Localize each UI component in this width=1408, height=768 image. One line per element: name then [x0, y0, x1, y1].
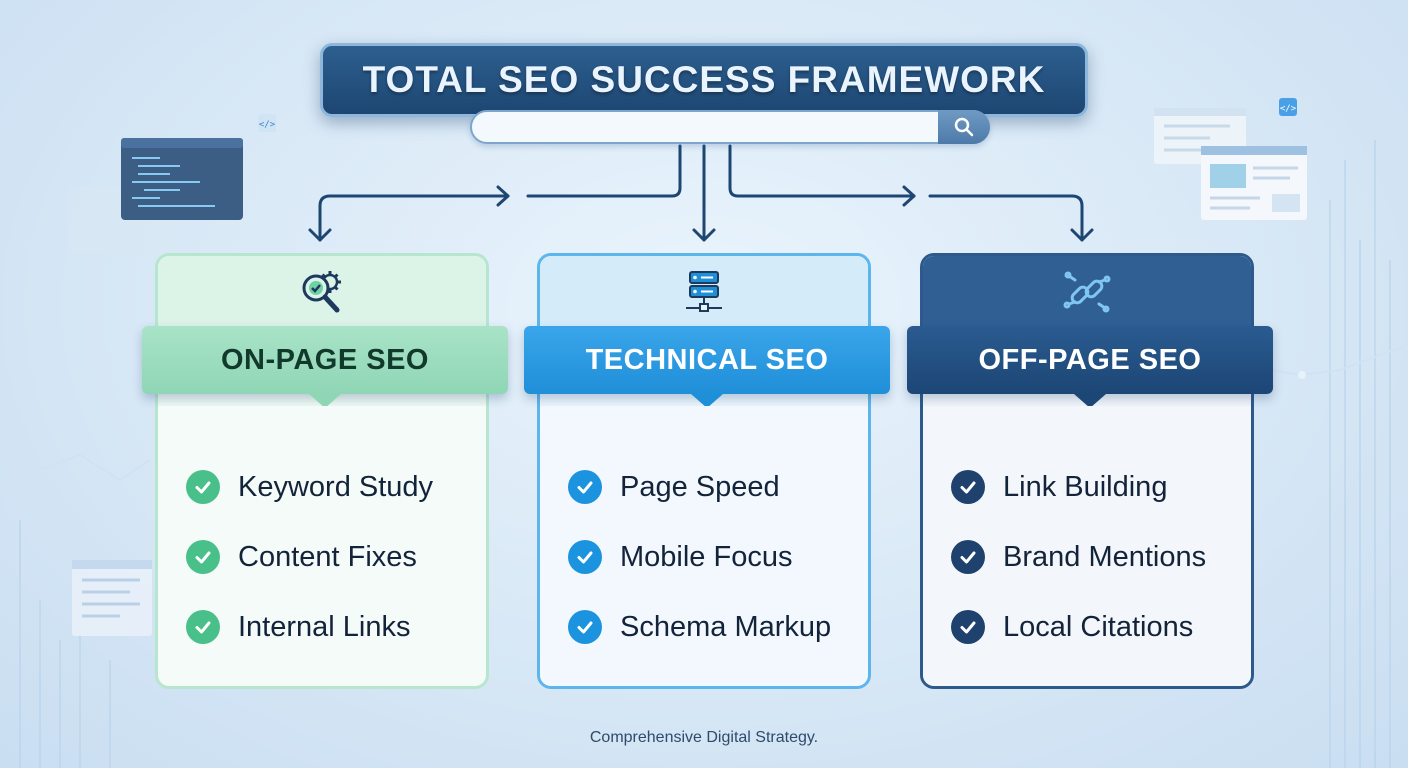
technical-seo-card: TECHNICAL SEO Page Speed Mobile Focus Sc…	[524, 253, 890, 689]
list-item: Link Building	[951, 452, 1206, 522]
search-icon	[938, 110, 990, 144]
item-label: Link Building	[1003, 470, 1168, 503]
item-label: Keyword Study	[238, 470, 434, 503]
title-banner: TOTAL SEO SUCCESS FRAMEWORK	[320, 43, 1088, 117]
server-icon	[686, 271, 722, 312]
checkmark-icon	[186, 610, 220, 644]
item-label: Local Citations	[1003, 610, 1194, 643]
list-item: Keyword Study	[186, 452, 433, 522]
list-item: Brand Mentions	[951, 522, 1206, 592]
footer-tagline: Comprehensive Digital Strategy.	[589, 729, 819, 746]
card-heading: OFF-PAGE SEO	[978, 343, 1202, 376]
technical-seo-list: Page Speed Mobile Focus Schema Markup	[568, 452, 831, 662]
item-label: Content Fixes	[238, 540, 417, 573]
checkmark-icon	[951, 610, 985, 644]
on-page-seo-card: ON-PAGE SEO Keyword Study Content Fixes …	[142, 253, 508, 689]
checkmark-icon	[568, 540, 602, 574]
item-label: Page Speed	[620, 470, 780, 503]
checkmark-icon	[951, 470, 985, 504]
on-page-seo-heading-banner: ON-PAGE SEO	[142, 326, 508, 408]
card-heading: ON-PAGE SEO	[221, 343, 429, 376]
list-item: Schema Markup	[568, 592, 831, 662]
magnifier-gear-icon	[302, 271, 341, 313]
search-bar-graphic	[470, 110, 990, 144]
list-item: Local Citations	[951, 592, 1206, 662]
list-item: Mobile Focus	[568, 522, 831, 592]
svg-text:</>: </>	[1280, 104, 1297, 114]
item-label: Schema Markup	[620, 610, 832, 643]
svg-text:</>: </>	[259, 120, 276, 130]
chain-link-icon	[1063, 271, 1111, 313]
list-item: Internal Links	[186, 592, 433, 662]
checkmark-icon	[186, 540, 220, 574]
off-page-seo-heading-banner: OFF-PAGE SEO	[907, 326, 1273, 408]
item-label: Mobile Focus	[620, 540, 793, 573]
list-item: Content Fixes	[186, 522, 433, 592]
card-heading: TECHNICAL SEO	[585, 343, 829, 376]
checkmark-icon	[568, 470, 602, 504]
code-window-icon	[68, 138, 243, 254]
list-item: Page Speed	[568, 452, 831, 522]
technical-seo-heading-banner: TECHNICAL SEO	[524, 326, 890, 408]
checkmark-icon	[951, 540, 985, 574]
page-title: TOTAL SEO SUCCESS FRAMEWORK	[362, 59, 1046, 100]
off-page-seo-list: Link Building Brand Mentions Local Citat…	[951, 452, 1206, 662]
off-page-seo-card: OFF-PAGE SEO Link Building Brand Mention…	[907, 253, 1273, 689]
on-page-seo-list: Keyword Study Content Fixes Internal Lin…	[186, 452, 433, 662]
item-label: Internal Links	[238, 610, 411, 643]
checkmark-icon	[186, 470, 220, 504]
item-label: Brand Mentions	[1003, 540, 1207, 573]
checkmark-icon	[568, 610, 602, 644]
